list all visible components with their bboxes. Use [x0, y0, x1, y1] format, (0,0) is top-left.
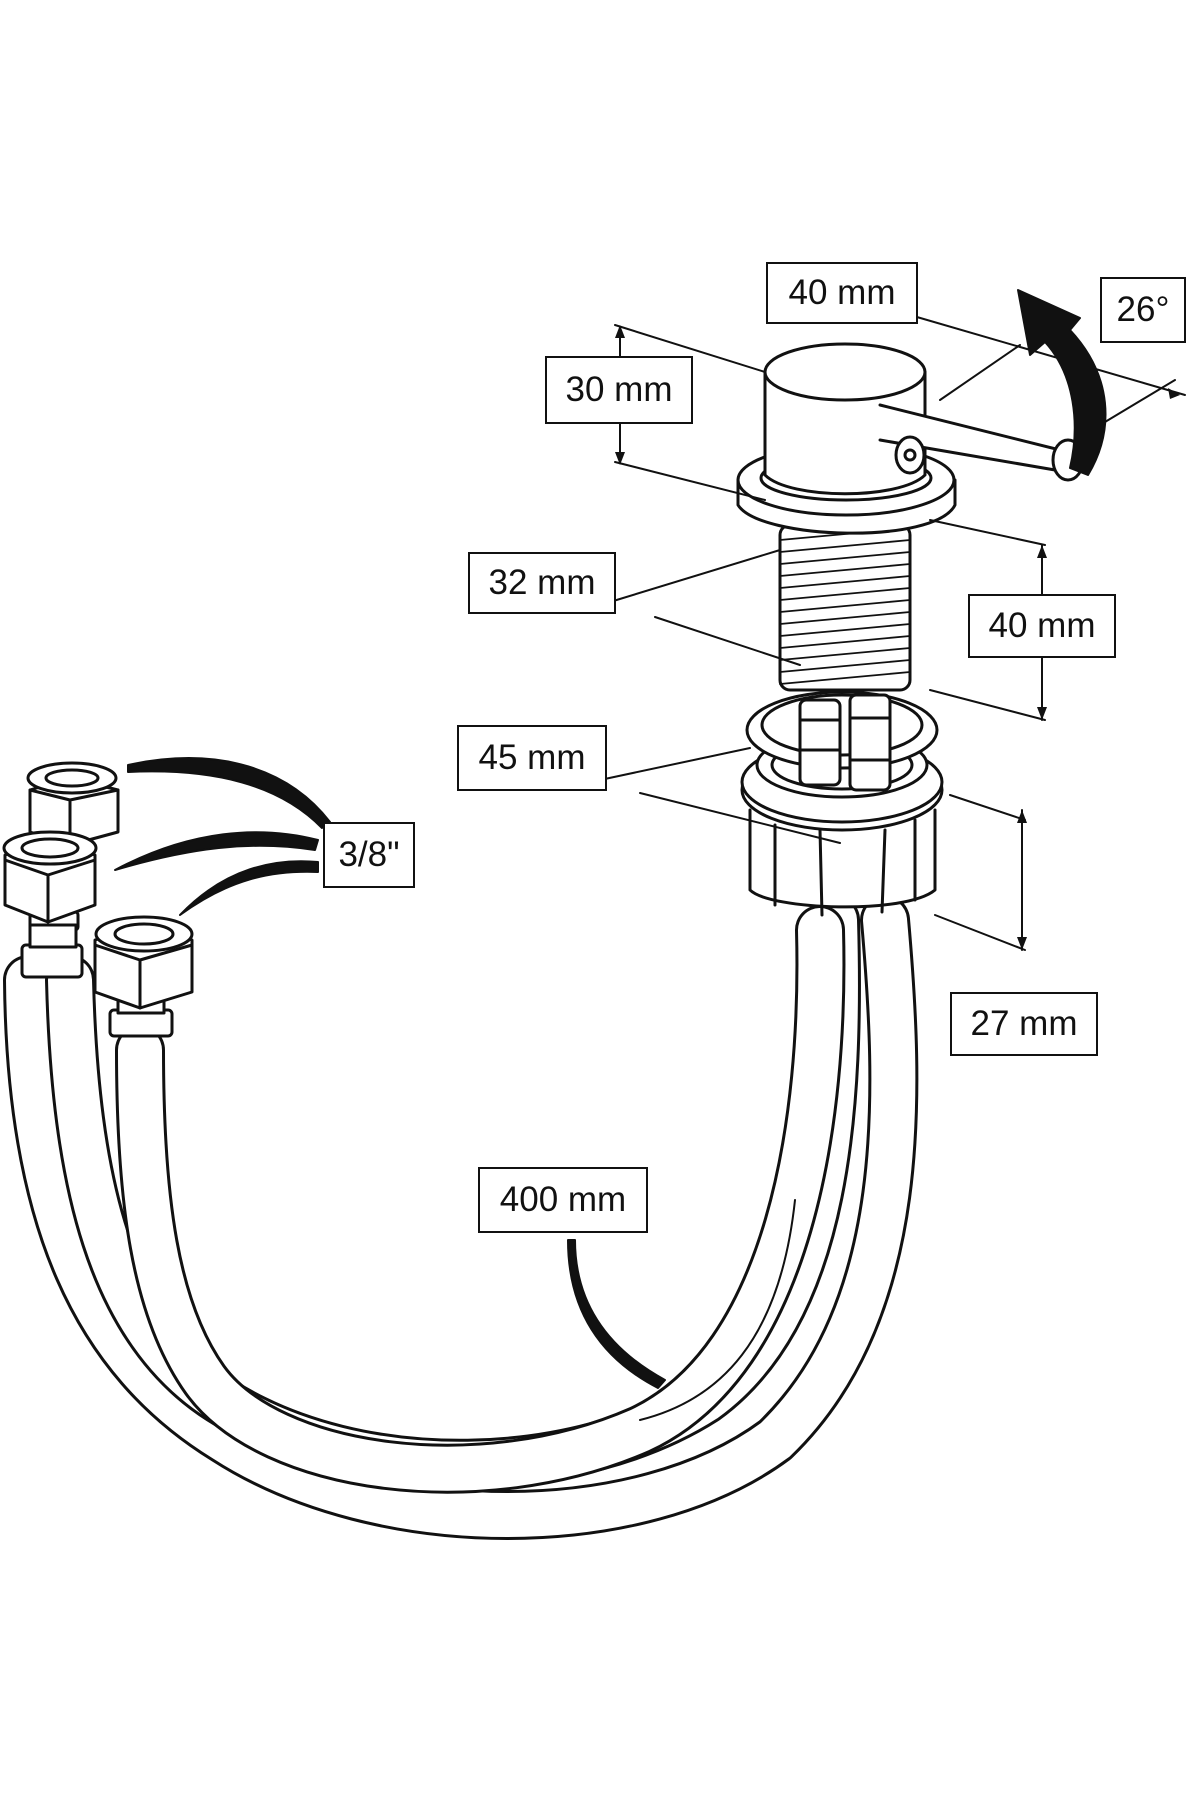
connection-leaders — [114, 757, 331, 916]
nut-height-label: 27 mm — [950, 992, 1098, 1056]
fitting-front — [93, 915, 194, 1038]
fitting-top — [26, 761, 120, 862]
angle-label: 26° — [1100, 277, 1186, 343]
connection-size-label: 3/8" — [323, 822, 415, 888]
nut-diameter-label: 45 mm — [457, 725, 607, 791]
hose-length-label: 400 mm — [478, 1167, 648, 1233]
dimension-arrows — [615, 325, 1180, 950]
valve-body — [763, 342, 1085, 496]
hose-outer — [3, 895, 919, 1540]
hose-front — [115, 905, 846, 1494]
thread-diameter-label: 32 mm — [468, 552, 616, 614]
thread-length-label: 40 mm — [968, 594, 1116, 658]
hose-length-leader — [567, 1239, 666, 1389]
handle-length-label: 40 mm — [766, 262, 918, 324]
inlet-pipes — [798, 693, 892, 792]
rotation-arrow — [1017, 289, 1107, 476]
fitting-middle — [2, 830, 98, 979]
handle-height-label: 30 mm — [545, 356, 693, 424]
mounting-nut — [740, 690, 944, 917]
